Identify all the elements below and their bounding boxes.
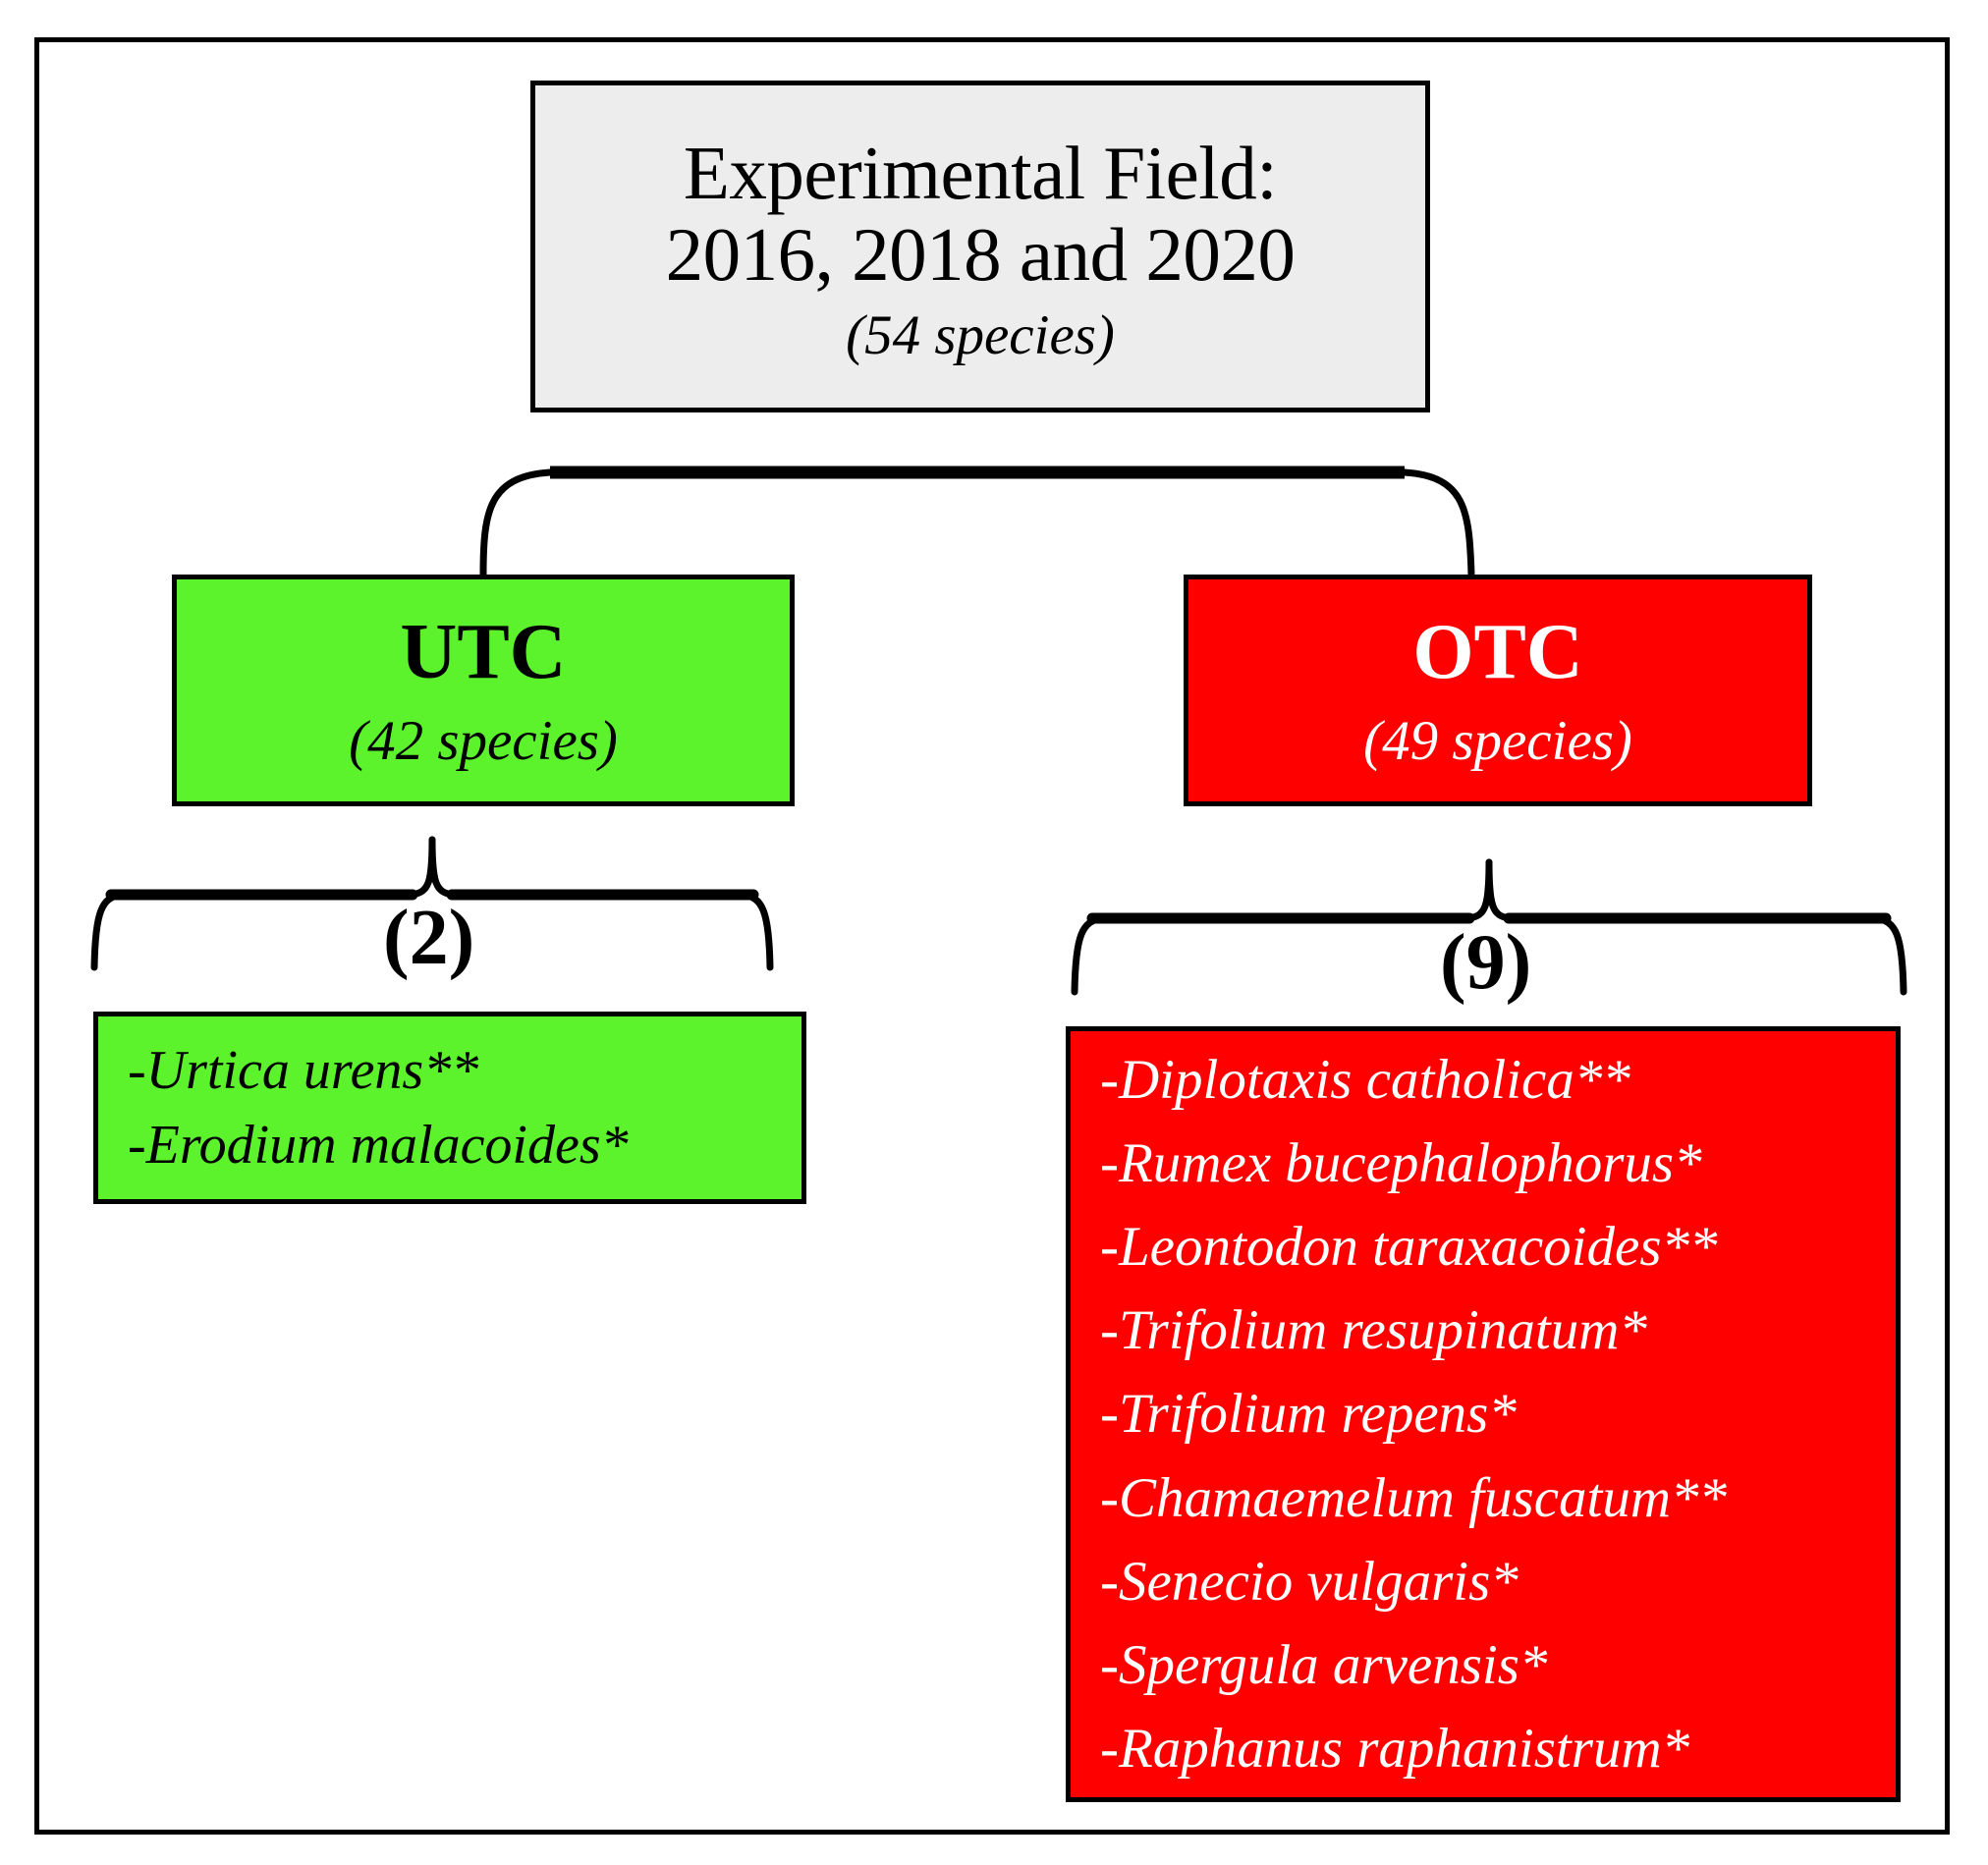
otc-title: OTC xyxy=(1412,608,1583,695)
otc-species-list[interactable]: -Diplotaxis catholica** -Rumex bucephalo… xyxy=(1066,1026,1901,1802)
utc-exclusive-count-label: (2) xyxy=(383,895,475,981)
otc-species-count: (49 species) xyxy=(1363,709,1632,772)
list-item: -Spergula arvensis* xyxy=(1100,1634,1548,1696)
list-item: -Trifolium repens* xyxy=(1100,1383,1517,1446)
node-experimental-field[interactable]: Experimental Field: 2016, 2018 and 2020 … xyxy=(530,81,1430,412)
root-title-line1: Experimental Field: xyxy=(683,130,1278,215)
outer-frame xyxy=(34,37,1950,1835)
node-utc[interactable]: UTC (42 species) xyxy=(172,575,795,806)
list-item: -Raphanus raphanistrum* xyxy=(1100,1718,1690,1781)
node-otc[interactable]: OTC (49 species) xyxy=(1184,575,1812,806)
otc-exclusive-count-label: (9) xyxy=(1440,919,1532,1006)
utc-title: UTC xyxy=(400,608,567,695)
utc-species-list[interactable]: -Urtica urens** -Erodium malacoides* xyxy=(93,1012,806,1204)
list-item: -Trifolium resupinatum* xyxy=(1100,1299,1647,1362)
root-title-line2: 2016, 2018 and 2020 xyxy=(665,211,1296,297)
list-item: -Rumex bucephalophorus* xyxy=(1100,1131,1702,1194)
list-item: -Chamaemelum fuscatum** xyxy=(1100,1466,1727,1529)
list-item: -Senecio vulgaris* xyxy=(1100,1550,1519,1613)
list-item: -Erodium malacoides* xyxy=(128,1115,629,1176)
list-item: -Urtica urens** xyxy=(128,1039,479,1101)
list-item: -Diplotaxis catholica** xyxy=(1100,1048,1630,1111)
list-item: -Leontodon taraxacoides** xyxy=(1100,1215,1718,1278)
root-species-count: (54 species) xyxy=(846,303,1115,366)
utc-species-count: (42 species) xyxy=(349,709,618,772)
